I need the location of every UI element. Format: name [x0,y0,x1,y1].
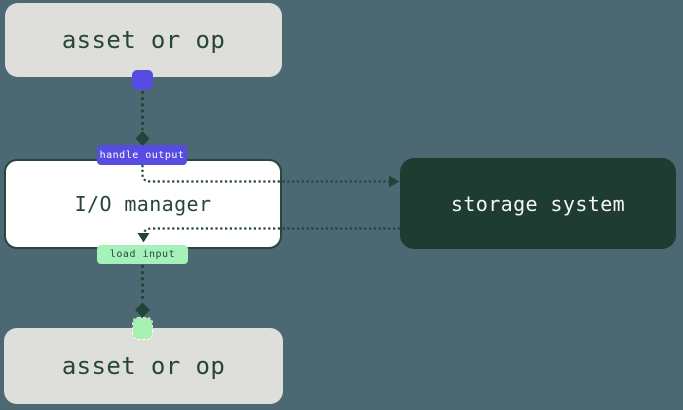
node-asset-or-op-top[interactable]: asset or op [5,3,282,77]
output-port-handle[interactable] [132,70,153,90]
edge-label-handle-output: handle output [97,145,187,165]
diamond-endpoint-top [135,131,150,146]
node-asset-or-op-bottom[interactable]: asset or op [4,328,283,404]
edge-label-load-input: load input [97,245,188,264]
node-asset-or-op-top-label: asset or op [61,26,226,54]
diamond-endpoint-bottom [135,302,150,318]
node-storage-system[interactable]: storage system [400,158,676,249]
node-io-manager-label: I/O manager [74,192,212,216]
input-port-handle[interactable] [132,317,153,340]
node-storage-system-label: storage system [450,191,626,216]
node-io-manager[interactable]: I/O manager [4,159,282,249]
arrowhead-into-storage [389,175,400,188]
node-asset-or-op-bottom-label: asset or op [61,352,226,380]
